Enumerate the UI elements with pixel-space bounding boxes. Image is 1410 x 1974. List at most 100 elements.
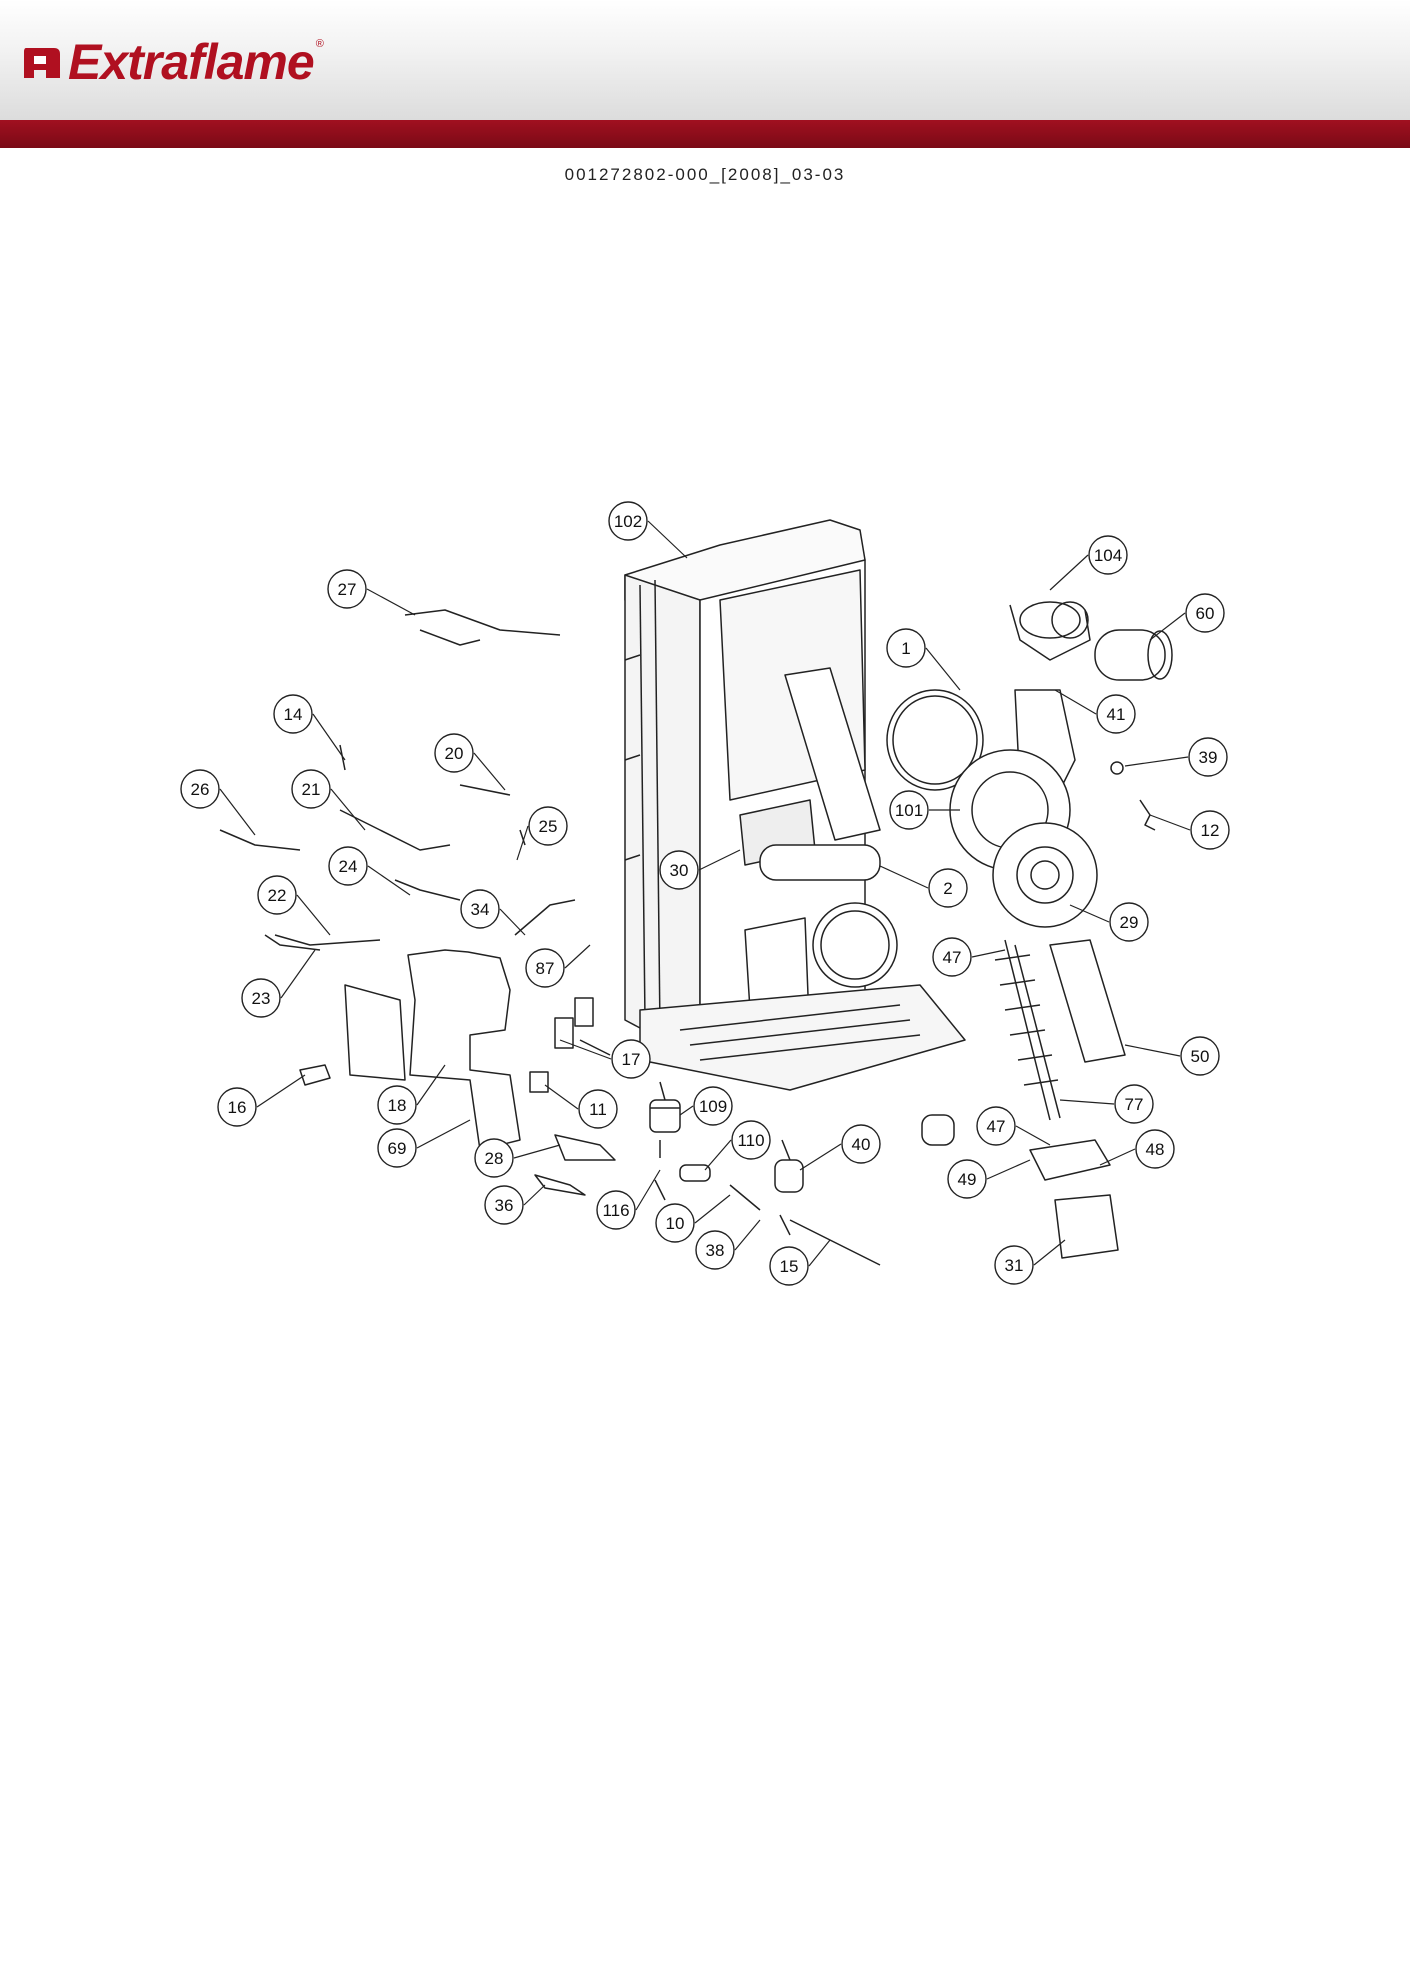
callout-48: 48 xyxy=(1099,1129,1175,1169)
callout-25: 25 xyxy=(516,806,568,861)
svg-text:110: 110 xyxy=(737,1131,764,1150)
svg-text:87: 87 xyxy=(536,959,555,978)
callout-14: 14 xyxy=(273,694,346,761)
svg-text:36: 36 xyxy=(495,1196,514,1215)
svg-text:1: 1 xyxy=(901,639,910,658)
electrical-parts-drawing xyxy=(219,609,616,1196)
svg-text:12: 12 xyxy=(1201,821,1220,840)
callout-2: 2 xyxy=(879,865,968,908)
svg-text:69: 69 xyxy=(388,1139,407,1158)
svg-text:50: 50 xyxy=(1191,1047,1210,1066)
svg-text:77: 77 xyxy=(1125,1095,1144,1114)
brand-name: Extraflame xyxy=(68,34,315,90)
svg-text:116: 116 xyxy=(602,1201,629,1220)
svg-text:26: 26 xyxy=(191,780,210,799)
callout-12: 12 xyxy=(1149,810,1230,850)
callout-77: 77 xyxy=(1059,1084,1154,1124)
svg-text:41: 41 xyxy=(1107,705,1126,724)
callout-11: 11 xyxy=(544,1084,618,1129)
callout-22: 22 xyxy=(257,875,331,936)
svg-text:20: 20 xyxy=(445,744,464,763)
svg-text:101: 101 xyxy=(895,801,923,820)
svg-text:31: 31 xyxy=(1005,1256,1024,1275)
svg-text:17: 17 xyxy=(622,1050,641,1069)
callouts-layer: 102 104 60 1 41 27 39 14 20 26 21 25 12 … xyxy=(180,501,1230,1286)
callout-39: 39 xyxy=(1124,737,1228,777)
callout-69: 69 xyxy=(377,1119,471,1168)
header-band xyxy=(0,120,1410,148)
callout-38: 38 xyxy=(695,1219,761,1270)
svg-text:39: 39 xyxy=(1199,748,1218,767)
svg-text:48: 48 xyxy=(1146,1140,1165,1159)
svg-text:49: 49 xyxy=(958,1170,977,1189)
callout-110: 110 xyxy=(704,1120,771,1171)
callout-30: 30 xyxy=(659,849,741,890)
callout-1: 1 xyxy=(886,628,961,691)
svg-text:14: 14 xyxy=(284,705,303,724)
svg-text:15: 15 xyxy=(780,1257,799,1276)
callout-101: 101 xyxy=(889,790,960,830)
svg-text:22: 22 xyxy=(268,886,287,905)
callout-109: 109 xyxy=(679,1086,733,1126)
svg-text:102: 102 xyxy=(614,512,642,531)
svg-text:34: 34 xyxy=(471,900,490,919)
callout-49: 49 xyxy=(947,1159,1031,1199)
svg-text:16: 16 xyxy=(228,1098,247,1117)
svg-text:24: 24 xyxy=(339,857,358,876)
callout-36: 36 xyxy=(484,1184,546,1225)
callout-24: 24 xyxy=(328,846,411,896)
callout-40: 40 xyxy=(799,1124,881,1171)
callout-47: 47 xyxy=(932,937,1006,977)
callout-10: 10 xyxy=(655,1194,731,1243)
svg-text:38: 38 xyxy=(706,1241,725,1260)
stove-body-drawing xyxy=(624,519,966,1091)
callout-28: 28 xyxy=(474,1138,561,1178)
document-code: 001272802-000_[2008]_03-03 xyxy=(564,165,846,184)
svg-text:40: 40 xyxy=(852,1135,871,1154)
svg-text:27: 27 xyxy=(338,580,357,599)
callout-17: 17 xyxy=(559,1039,651,1079)
svg-text:109: 109 xyxy=(699,1097,727,1116)
svg-text:28: 28 xyxy=(485,1149,504,1168)
svg-text:29: 29 xyxy=(1120,913,1139,932)
callout-50: 50 xyxy=(1124,1036,1220,1076)
callout-31: 31 xyxy=(994,1239,1066,1285)
svg-text:21: 21 xyxy=(302,780,321,799)
callout-21: 21 xyxy=(291,769,366,831)
svg-text:23: 23 xyxy=(252,989,271,1008)
svg-text:47: 47 xyxy=(943,948,962,967)
svg-text:60: 60 xyxy=(1196,604,1215,623)
callout-23: 23 xyxy=(241,949,316,1018)
svg-text:18: 18 xyxy=(388,1096,407,1115)
callout-87: 87 xyxy=(525,944,591,988)
registered-mark: ® xyxy=(315,38,324,50)
callout-16: 16 xyxy=(217,1074,306,1127)
callout-102: 102 xyxy=(608,501,688,559)
brand-logo: Extraflame ® xyxy=(20,34,324,90)
svg-text:10: 10 xyxy=(666,1214,685,1233)
callout-47b: 47 xyxy=(976,1106,1051,1146)
callout-41: 41 xyxy=(1054,689,1136,734)
callout-27: 27 xyxy=(327,569,416,616)
callout-29: 29 xyxy=(1069,902,1149,942)
callout-34: 34 xyxy=(460,889,526,936)
svg-text:30: 30 xyxy=(670,861,689,880)
callout-18: 18 xyxy=(377,1064,446,1125)
callout-60: 60 xyxy=(1149,593,1225,641)
header-background xyxy=(0,0,1410,120)
callout-15: 15 xyxy=(769,1239,831,1286)
callout-116: 116 xyxy=(596,1169,661,1230)
callout-26: 26 xyxy=(180,769,256,836)
callout-20: 20 xyxy=(434,733,506,791)
exhaust-fan-drawing xyxy=(886,601,1173,928)
auger-drawing xyxy=(921,939,1126,1259)
flame-logo-icon xyxy=(20,40,64,84)
svg-text:25: 25 xyxy=(539,817,558,836)
svg-text:11: 11 xyxy=(589,1100,607,1119)
svg-text:2: 2 xyxy=(943,879,952,898)
small-parts-drawing xyxy=(649,1081,881,1266)
svg-text:47: 47 xyxy=(987,1117,1006,1136)
svg-text:104: 104 xyxy=(1094,546,1122,565)
callout-104: 104 xyxy=(1049,535,1128,591)
